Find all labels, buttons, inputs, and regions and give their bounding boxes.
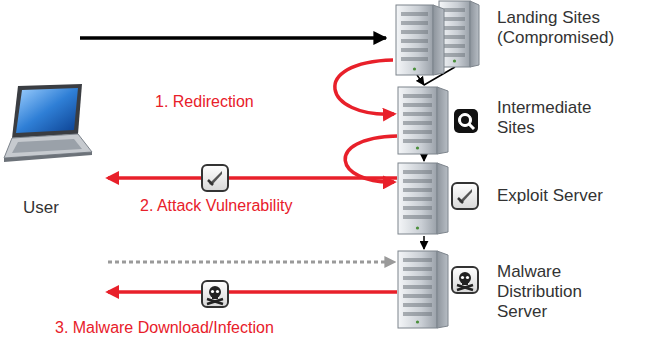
intermediate-sites-node: Intermediate Sites <box>395 84 642 158</box>
exploit-server-node: Exploit Server <box>395 160 642 238</box>
incoming-arrow <box>80 36 386 40</box>
request-arrow <box>108 261 394 264</box>
node-label: Intermediate Sites <box>497 98 607 138</box>
node-label: Exploit Server <box>497 186 637 206</box>
node-label: Malware Distribution Server <box>497 262 609 322</box>
exploit-badge <box>202 165 228 191</box>
exploit-badge <box>451 182 479 210</box>
step-label: 1. Redirection <box>155 92 254 111</box>
server-icon <box>397 86 451 156</box>
node-label: Landing Sites (Compromised) <box>497 8 637 48</box>
server-icon <box>397 162 451 236</box>
step-label: 3. Malware Download/Infection <box>55 318 274 337</box>
malware-badge <box>202 281 228 307</box>
server-icon <box>397 250 451 330</box>
attack-arrow <box>108 176 397 180</box>
laptop-icon <box>0 82 108 164</box>
attack-arrow <box>345 136 397 182</box>
attack-arrow <box>335 60 394 114</box>
landing-sites-node: Landing Sites (Compromised) <box>390 0 642 80</box>
attack-arrow <box>108 290 397 294</box>
malware-server-node: Malware Distribution Server <box>395 246 642 338</box>
server-icon <box>393 0 483 78</box>
search-badge <box>453 108 479 134</box>
step-label: 2. Attack Vulnerability <box>140 196 292 215</box>
flow-arrow <box>423 156 425 161</box>
user-node: User <box>0 80 112 220</box>
malware-badge <box>451 266 479 294</box>
flow-arrow <box>423 236 425 249</box>
node-label: User <box>0 198 82 218</box>
